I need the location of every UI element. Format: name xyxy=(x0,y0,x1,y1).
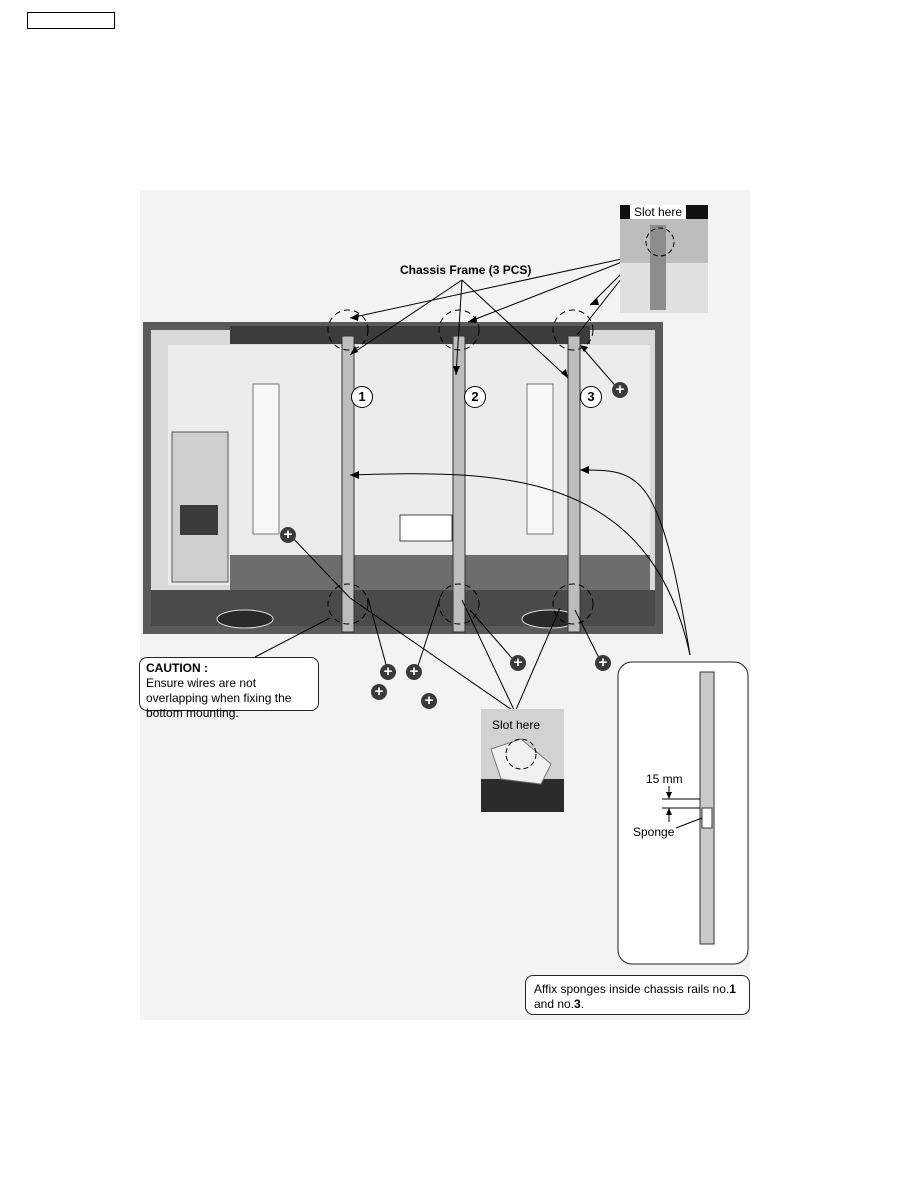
sponge-label: Sponge xyxy=(633,825,675,839)
screw-icon: + xyxy=(280,527,296,543)
slot-circle-1 xyxy=(327,309,369,351)
screw-icon: + xyxy=(406,664,422,680)
rating-label xyxy=(399,514,453,542)
note-rail-a: 1 xyxy=(729,982,736,996)
chassis-rail-2 xyxy=(452,335,466,633)
slot-circle-3 xyxy=(552,309,594,351)
slot-photo-bottom xyxy=(481,709,564,812)
slot-photo-bottom-image xyxy=(481,709,564,812)
slot-photo-top xyxy=(620,205,708,313)
screw-icon: + xyxy=(371,684,387,700)
left-panel-strip xyxy=(252,383,280,535)
speaker-left xyxy=(216,609,274,629)
page-tag-box xyxy=(27,12,115,29)
chassis-rail-1 xyxy=(341,335,355,633)
rail-number-2: 2 xyxy=(464,386,486,408)
chassis-frame-label: Chassis Frame (3 PCS) xyxy=(400,263,532,277)
slot-circle-2 xyxy=(438,309,480,351)
right-panel-strip xyxy=(526,383,554,535)
slot-circle-bottom-2 xyxy=(438,583,480,625)
chassis-rail-3 xyxy=(567,335,581,633)
left-board-chip xyxy=(180,505,218,535)
screw-icon: + xyxy=(595,655,611,671)
rail-number-3: 3 xyxy=(580,386,602,408)
note-suffix: . xyxy=(580,997,585,1011)
inset-sponge xyxy=(701,807,713,829)
rail-inset-box xyxy=(617,661,749,965)
caution-title: CAUTION : xyxy=(146,661,208,675)
caution-text: Ensure wires are not overlapping when fi… xyxy=(146,676,292,720)
caution-callout: CAUTION : Ensure wires are not overlappi… xyxy=(139,657,319,720)
slot-photo-top-image xyxy=(620,205,708,313)
slot-here-bottom-label: Slot here xyxy=(492,718,541,732)
rail-number-1: 1 xyxy=(351,386,373,408)
bottom-shade xyxy=(230,555,650,590)
screw-icon: + xyxy=(510,655,526,671)
screw-icon: + xyxy=(380,664,396,680)
top-strip xyxy=(230,326,590,344)
arrow-heads xyxy=(350,298,599,479)
screw-icon: + xyxy=(421,693,437,709)
dimension-label: 15 mm xyxy=(646,772,683,786)
note-prefix: Affix sponges inside chassis rails no. xyxy=(534,982,730,996)
sponge-note: Affix sponges inside chassis rails no.1 … xyxy=(525,975,750,1015)
note-rail-b: 3 xyxy=(574,997,581,1011)
slot-here-top-label: Slot here xyxy=(630,205,687,219)
note-middle: and no. xyxy=(534,997,575,1011)
screw-icon: + xyxy=(612,382,628,398)
slot-circle-bottom-3 xyxy=(552,583,594,625)
slot-circle-bottom-1 xyxy=(327,583,369,625)
